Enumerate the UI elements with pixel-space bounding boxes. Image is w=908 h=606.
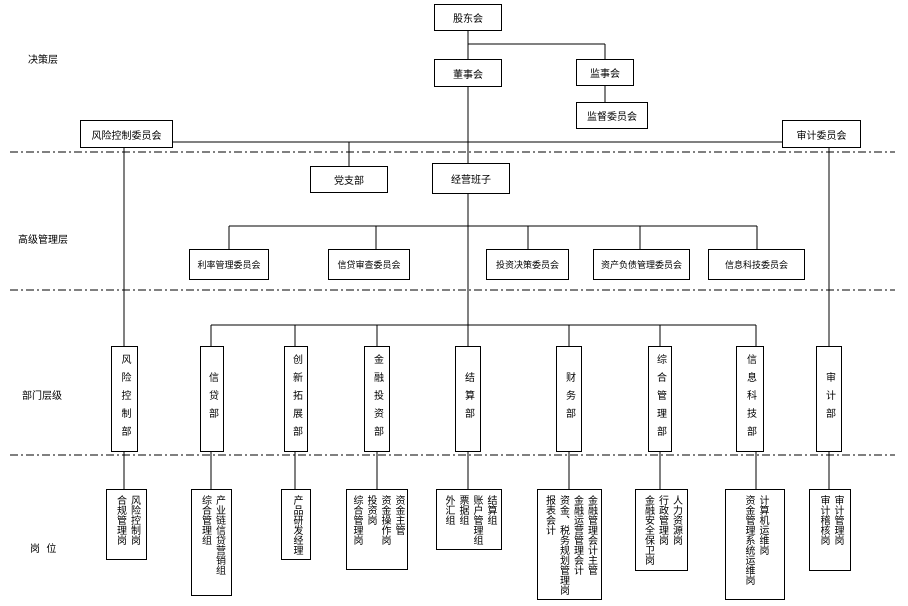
posts-box-settlement: 结算组 账户管理组 票据组 外汇组 — [436, 489, 502, 550]
posts-box-risk-control: 风险控制岗 合规管理岗 — [106, 489, 147, 560]
post-label: 金融管理会计主管 — [585, 495, 597, 575]
layer-label-department: 部门层级 — [22, 391, 62, 402]
posts-box-credit: 产业链信贷营销组 综合管理组 — [191, 489, 232, 596]
post-label: 资金管理系统运维岗 — [743, 495, 754, 585]
post-label: 外汇组 — [443, 495, 454, 525]
post-label: 金融安全保卫岗 — [642, 495, 654, 565]
post-label: 金融运营管理会计 — [571, 495, 583, 575]
posts-box-finance: 金融管理会计主管 金融运营管理会计 资金、税务规划管理岗 报表会计 — [537, 489, 602, 600]
department-node: 财务部 — [556, 346, 582, 452]
management-team-node: 经营班子 — [432, 163, 510, 194]
post-label: 票据组 — [457, 495, 468, 525]
post-label: 人力资源岗 — [670, 495, 682, 545]
committee-node: 利率管理委员会 — [189, 249, 269, 280]
layer-label-posts: 岗 位 — [30, 544, 57, 555]
post-label: 合规管理岗 — [114, 495, 126, 545]
department-node: 创新拓展部 — [284, 346, 308, 452]
posts-box-financial-investment: 资金主管 资金操作岗 投资岗 综合管理岗 — [346, 489, 408, 570]
post-label: 投资岗 — [365, 495, 376, 525]
post-label: 产业链信贷营销组 — [213, 495, 225, 575]
post-label: 审计稽核岗 — [818, 495, 829, 545]
department-node: 综合管理部 — [648, 346, 672, 452]
department-node: 信息科技部 — [736, 346, 764, 452]
department-node: 审计部 — [816, 346, 842, 452]
layer-label-senior: 高级管理层 — [18, 235, 68, 246]
party-branch-node: 党支部 — [310, 166, 388, 193]
post-label: 资金操作岗 — [379, 495, 390, 545]
layer-label-decision: 决策层 — [28, 55, 58, 66]
supervisory-committee-node: 监督委员会 — [576, 102, 648, 129]
post-label: 报表会计 — [543, 495, 555, 535]
shareholders-node: 股东会 — [434, 4, 502, 31]
board-node: 董事会 — [434, 59, 502, 87]
risk-committee-node: 风险控制委员会 — [80, 120, 173, 148]
post-label: 计算机运维岗 — [757, 495, 768, 555]
committee-node: 信贷审查委员会 — [328, 249, 410, 280]
post-label: 资金、税务规划管理岗 — [557, 495, 569, 595]
supervisors-node: 监事会 — [576, 59, 634, 86]
post-label: 审计管理岗 — [832, 495, 843, 545]
posts-box-innovation: 产品研发经理 — [281, 489, 311, 560]
department-node: 结算部 — [455, 346, 481, 452]
committee-node: 投资决策委员会 — [486, 249, 569, 280]
post-label: 风险控制岗 — [128, 495, 140, 545]
post-label: 综合管理岗 — [351, 495, 362, 545]
posts-box-information-technology: 计算机运维岗 资金管理系统运维岗 — [725, 489, 785, 600]
post-label: 产品研发经理 — [291, 495, 302, 555]
posts-box-audit: 审计管理岗 审计稽核岗 — [809, 489, 851, 571]
department-node: 金融投资部 — [364, 346, 390, 452]
committee-node: 信息科技委员会 — [708, 249, 805, 280]
committee-node: 资产负债管理委员会 — [593, 249, 690, 280]
post-label: 账户管理组 — [471, 495, 482, 545]
post-label: 行政管理岗 — [656, 495, 668, 545]
post-label: 综合管理组 — [199, 495, 211, 545]
department-node: 风险控制部 — [111, 346, 138, 452]
audit-committee-node: 审计委员会 — [782, 120, 861, 148]
post-label: 结算组 — [485, 495, 496, 525]
department-node: 信贷部 — [200, 346, 224, 452]
posts-box-general-management: 人力资源岗 行政管理岗 金融安全保卫岗 — [635, 489, 688, 571]
post-label: 资金主管 — [393, 495, 404, 535]
